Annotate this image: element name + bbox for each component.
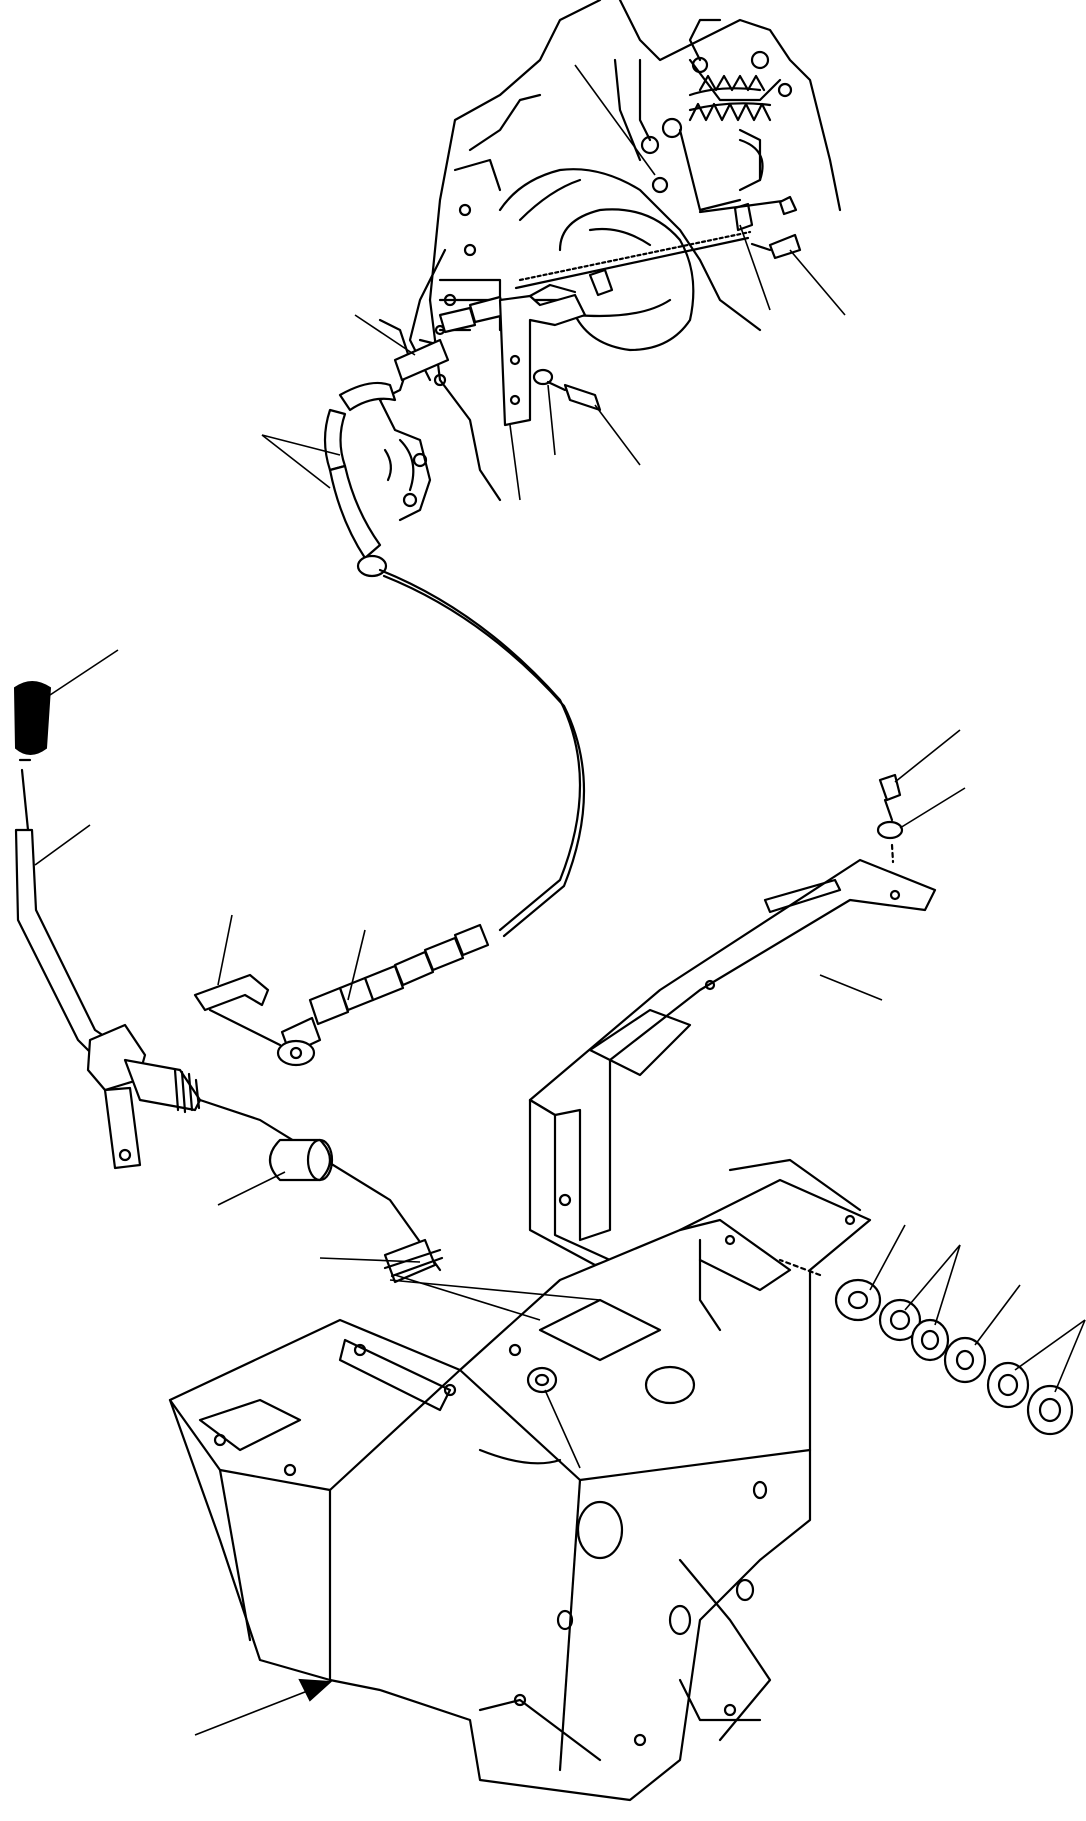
console-pedestal (168, 1158, 872, 1802)
leader-cable-sleeves-a (261, 434, 341, 456)
leader-spring-washers-b (934, 1244, 961, 1326)
leader-pivot-bolt-c (394, 1274, 541, 1321)
leader-cable-sleeves-b (261, 434, 331, 489)
front-direction-arrow (194, 1678, 333, 1736)
leader-lock-nuts-a (1014, 1319, 1086, 1371)
leader-bushing (217, 1171, 286, 1206)
leader-nut (544, 1389, 581, 1469)
leader-flat-washer (974, 1284, 1021, 1346)
leader-control-lever (34, 824, 91, 866)
leader-bracket-bolt (594, 404, 641, 466)
leader-screw (894, 729, 961, 783)
leader-cover-plate (819, 974, 883, 1001)
control-lever (13, 681, 442, 1272)
leader-knob (49, 649, 119, 696)
leader-lever-clamp (739, 224, 771, 311)
leader-thrust-washer (869, 1224, 906, 1291)
leader-clamp-bolt (789, 249, 846, 316)
leader-clevis-clip (217, 914, 233, 986)
leader-lines (34, 64, 1086, 1469)
leader-lock-washer (899, 787, 966, 829)
leader-bracket-plate (509, 424, 521, 501)
leader-cable-end-lever (347, 929, 366, 1001)
leader-bracket-washer (547, 384, 556, 456)
leader-cable-end-engine (354, 314, 416, 356)
leader-pivot-bolt-b (389, 1279, 601, 1301)
cable-lever-end (193, 923, 490, 1067)
cover-plate (528, 773, 937, 1267)
leader-pivot-bolt (319, 1257, 421, 1263)
leader-spring-bracket-nut (574, 64, 656, 176)
throttle-cable (323, 230, 752, 938)
bushing-and-bolt (268, 1138, 444, 1284)
leader-spring-washers-a (904, 1244, 961, 1311)
engine-block (378, 0, 842, 522)
washer-stack (778, 1258, 1074, 1436)
leader-lock-nuts-b (1054, 1319, 1086, 1393)
